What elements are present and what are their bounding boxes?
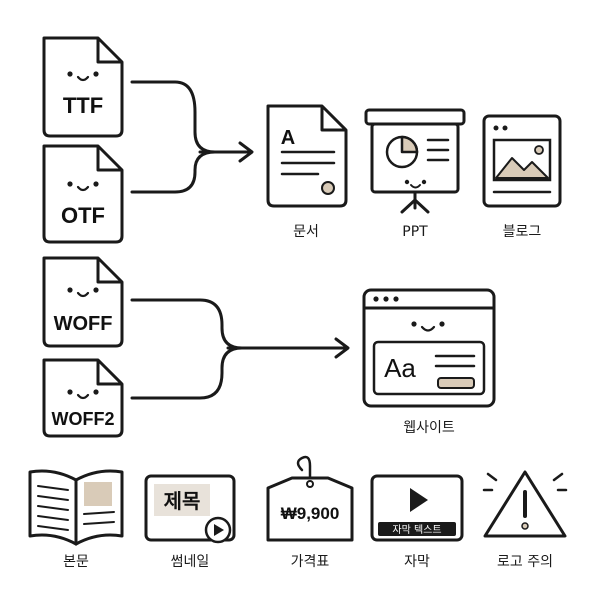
subtitle-sample-text: 자막 텍스트 xyxy=(392,524,441,536)
document-icon: A xyxy=(266,104,348,208)
woff-label: WOFF xyxy=(54,313,113,335)
woff2-label: WOFF2 xyxy=(52,409,115,429)
connector-ttf-otf-to-documents xyxy=(130,80,254,194)
open-book-icon xyxy=(28,469,124,546)
warning-icon xyxy=(482,470,568,538)
video-subtitle-icon: 자막 텍스트 xyxy=(370,474,464,542)
ppt-label: PPT xyxy=(402,224,428,240)
otf-file-icon: OTF xyxy=(42,144,124,244)
ttf-file-icon: TTF xyxy=(42,36,124,138)
connector-woff-to-website xyxy=(130,298,350,400)
ttf-label: TTF xyxy=(63,93,103,118)
website-label: 웹사이트 xyxy=(403,420,455,436)
blog-window-icon xyxy=(482,114,562,208)
document-letter: A xyxy=(281,127,295,149)
document-label: 문서 xyxy=(293,224,319,240)
price-tag-icon: ₩9,900 xyxy=(266,455,354,542)
woff-file-icon: WOFF xyxy=(42,256,124,348)
website-sample-text: Aa xyxy=(384,353,416,383)
thumbnail-icon: 제목 xyxy=(144,474,236,544)
price-tag-label: 가격표 xyxy=(291,554,330,570)
subtitle-label: 자막 xyxy=(404,554,430,570)
website-window-icon: Aa xyxy=(362,288,496,408)
logo-caution-label: 로고 주의 xyxy=(497,554,553,570)
body-text-label: 본문 xyxy=(63,554,89,570)
price-value-text: ₩9,900 xyxy=(281,504,340,523)
presentation-board-icon xyxy=(364,108,466,214)
blog-label: 블로그 xyxy=(503,224,542,240)
woff2-file-icon: WOFF2 xyxy=(42,358,124,438)
otf-label: OTF xyxy=(61,203,105,228)
thumbnail-title-text: 제목 xyxy=(164,489,201,513)
thumbnail-label: 썸네일 xyxy=(171,554,210,570)
